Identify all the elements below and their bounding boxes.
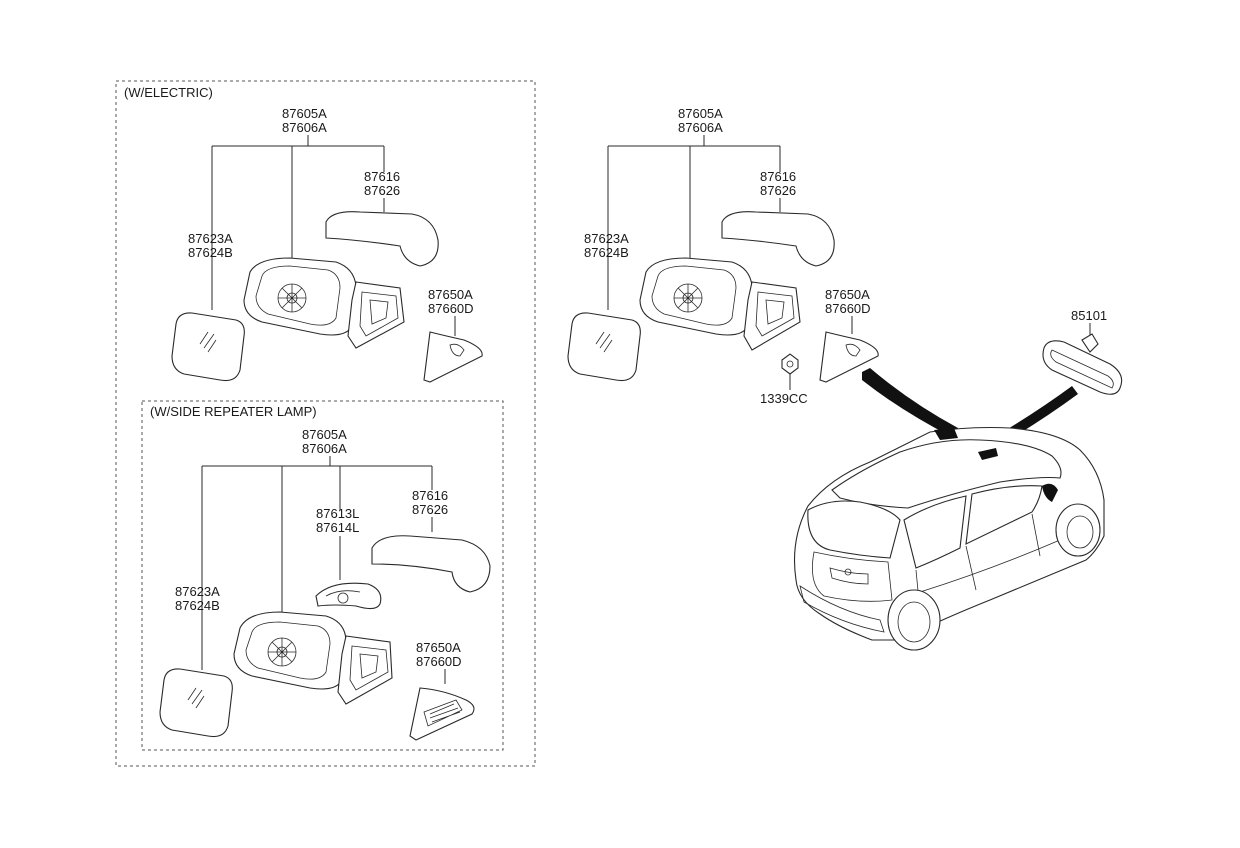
- repeater-group-box: [141, 400, 504, 751]
- label-87606A: 87606A: [282, 120, 327, 135]
- screw-1339CC: [781, 353, 799, 375]
- label-87605A-b: 87605A: [302, 427, 347, 442]
- label-87660D-b: 87660D: [416, 654, 462, 669]
- mirror-glass-b: [159, 668, 233, 738]
- car-illustration: [793, 368, 1105, 651]
- label-1339CC: 1339CC: [760, 391, 808, 406]
- label-87624B-b: 87624B: [175, 598, 220, 613]
- label-87624B-c: 87624B: [584, 245, 629, 260]
- inside-mirror-group: 85101: [1042, 308, 1123, 395]
- label-87650A: 87650A: [428, 287, 473, 302]
- label-87616: 87616: [364, 169, 400, 184]
- inside-rear-mirror: [1042, 340, 1123, 395]
- car-door-mirror-highlight: [1042, 483, 1058, 502]
- label-85101: 85101: [1071, 308, 1107, 323]
- label-87650A-b: 87650A: [416, 640, 461, 655]
- mirror-bracket-c: [743, 281, 801, 351]
- label-87624B: 87624B: [188, 245, 233, 260]
- label-87616-b: 87616: [412, 488, 448, 503]
- label-87650A-c: 87650A: [825, 287, 870, 302]
- label-87605A: 87605A: [282, 106, 327, 121]
- label-87626: 87626: [364, 183, 400, 198]
- electric-assembly: 87605A 87606A 87616 87626 87623A 87624B …: [171, 106, 483, 383]
- repeater-group-label: (W/SIDE REPEATER LAMP): [150, 404, 317, 419]
- label-87606A-b: 87606A: [302, 441, 347, 456]
- mirror-garnish: [423, 331, 483, 383]
- repeater-assembly: 87605A 87606A 87616 87626 87613L 87614L …: [159, 427, 491, 741]
- label-87626-c: 87626: [760, 183, 796, 198]
- mirror-cover: [325, 211, 439, 267]
- mirror-bracket: [347, 281, 405, 349]
- label-87614L: 87614L: [316, 520, 359, 535]
- label-87623A: 87623A: [188, 231, 233, 246]
- label-87660D-c: 87660D: [825, 301, 871, 316]
- pointer-to-outside-mirror: [862, 368, 958, 436]
- label-87605A-c: 87605A: [678, 106, 723, 121]
- mirror-glass-c: [567, 312, 641, 382]
- label-87623A-c: 87623A: [584, 231, 629, 246]
- label-87616-c: 87616: [760, 169, 796, 184]
- label-87626-b: 87626: [412, 502, 448, 517]
- label-87613L: 87613L: [316, 506, 359, 521]
- mirror-cover-b: [371, 535, 491, 593]
- mirror-bracket-b: [337, 635, 393, 705]
- label-87623A-b: 87623A: [175, 584, 220, 599]
- label-87606A-c: 87606A: [678, 120, 723, 135]
- label-87660D: 87660D: [428, 301, 474, 316]
- mirror-glass: [171, 312, 245, 382]
- electric-group-label: (W/ELECTRIC): [124, 85, 213, 100]
- repeater-lamp: [315, 582, 382, 610]
- mirror-garnish-c: [819, 331, 879, 383]
- mirror-cover-c: [721, 211, 835, 267]
- manual-assembly: 87605A 87606A 87616 87626 87623A 87624B …: [567, 106, 879, 406]
